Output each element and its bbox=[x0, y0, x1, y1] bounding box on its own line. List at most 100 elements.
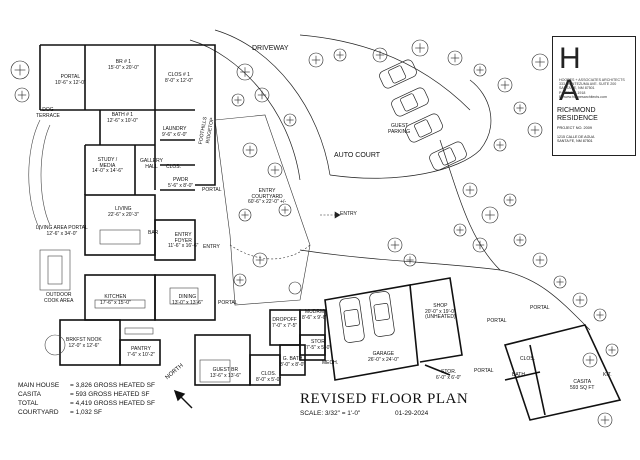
entry-label-foyer: ENTRY bbox=[203, 244, 220, 250]
tree-symbol bbox=[252, 252, 268, 268]
entry-arrows bbox=[320, 211, 341, 219]
tree-symbol bbox=[532, 252, 548, 268]
tree-symbol bbox=[283, 113, 297, 127]
room-portal-east: PORTAL bbox=[474, 368, 494, 374]
area-row: MAIN HOUSE= 3,826 GROSS HEATED SF bbox=[18, 382, 155, 389]
tree-symbol bbox=[493, 138, 507, 152]
room-bar: BAR bbox=[148, 230, 159, 236]
tree-symbol bbox=[593, 308, 607, 322]
north-arrow bbox=[173, 389, 193, 409]
room-clos-guest: CLOS.8'-0" x 5'-0" bbox=[256, 371, 282, 383]
tree-symbol bbox=[473, 63, 487, 77]
auto-court-label: AUTO COURT bbox=[334, 152, 381, 159]
tree-symbol bbox=[553, 275, 567, 289]
tree-symbol bbox=[267, 162, 283, 178]
living-portal-furniture bbox=[28, 119, 231, 383]
tree-symbol bbox=[497, 77, 513, 93]
tree-symbol bbox=[308, 52, 324, 68]
project-address: 1215 CALLE DE AGUA SANTA FE, NM 87501 bbox=[557, 135, 595, 144]
tree-symbol bbox=[387, 237, 403, 253]
room-stor1: STOR.7'-5" x 5'-0" bbox=[306, 339, 332, 351]
room-portal-south: PORTAL bbox=[218, 300, 238, 306]
driveway-curves bbox=[189, 29, 591, 331]
tree-symbol bbox=[572, 292, 588, 308]
tree-symbol bbox=[254, 87, 270, 103]
room-kit: KIT. bbox=[603, 372, 612, 378]
tree-symbol bbox=[403, 253, 417, 267]
project-number: PROJECT NO. 2009 bbox=[557, 126, 592, 130]
tree-symbol bbox=[453, 223, 467, 237]
area-row: CASITA= 593 GROSS HEATED SF bbox=[18, 391, 150, 398]
guest-parking-label-2: PARKING bbox=[388, 129, 411, 135]
tree-symbol bbox=[513, 101, 527, 115]
area-summary: MAIN HOUSE= 3,826 GROSS HEATED SF CASITA… bbox=[18, 381, 155, 417]
room-bath-casita: BATH bbox=[512, 372, 525, 378]
room-stor2: STOR.6'-0" x 6'-0" bbox=[436, 369, 462, 381]
tree-symbol bbox=[242, 142, 258, 158]
room-portal-mid: PORTAL bbox=[202, 187, 222, 193]
area-row: TOTAL= 4,419 GROSS HEATED SF bbox=[18, 400, 155, 407]
tree-symbol bbox=[10, 60, 30, 80]
entry-label-east: ENTRY bbox=[340, 211, 357, 217]
tree-symbol bbox=[531, 53, 549, 71]
room-mech: MECH. bbox=[322, 360, 339, 366]
drawing-scale: SCALE: 3/32" = 1'-0" bbox=[300, 410, 361, 417]
courtyard bbox=[214, 114, 311, 306]
tree-symbol bbox=[513, 233, 527, 247]
title-block: H A HOOPES + ASSOCIATES ARCHITECTS 333 M… bbox=[552, 36, 636, 156]
tree-symbol bbox=[447, 50, 463, 66]
tree-symbol bbox=[231, 93, 245, 107]
main-house-walls bbox=[39, 44, 326, 386]
room-clos-small: CLOS. bbox=[166, 164, 182, 170]
garage-cars bbox=[339, 291, 395, 343]
room-portal-garage: PORTAL bbox=[487, 318, 507, 324]
firm-logo: H A bbox=[559, 42, 591, 107]
tree-symbol bbox=[278, 203, 292, 217]
casita-walls bbox=[503, 324, 622, 421]
garage-walls bbox=[324, 277, 463, 381]
tree-symbol bbox=[605, 343, 619, 357]
tree-symbol bbox=[233, 273, 247, 287]
tree-symbol bbox=[14, 87, 30, 103]
site-trees bbox=[10, 39, 619, 428]
tree-symbol bbox=[462, 182, 478, 198]
room-portal-casita: PORTAL bbox=[530, 305, 550, 311]
driveway-label: DRIVEWAY bbox=[252, 45, 289, 52]
tree-symbol bbox=[333, 48, 347, 62]
tree-symbol bbox=[597, 412, 613, 428]
guest-parking-label-1: GUEST bbox=[391, 123, 409, 129]
tree-symbol bbox=[236, 63, 254, 81]
tree-symbol bbox=[503, 193, 517, 207]
tree-symbol bbox=[238, 208, 252, 222]
area-row: COURTYARD= 1,032 SF bbox=[18, 409, 102, 416]
drawing-title: REVISED FLOOR PLAN bbox=[300, 391, 469, 407]
project-title: RICHMOND RESIDENCE bbox=[557, 107, 598, 122]
guest-parking-cars bbox=[379, 59, 467, 171]
tree-symbol bbox=[527, 122, 543, 138]
